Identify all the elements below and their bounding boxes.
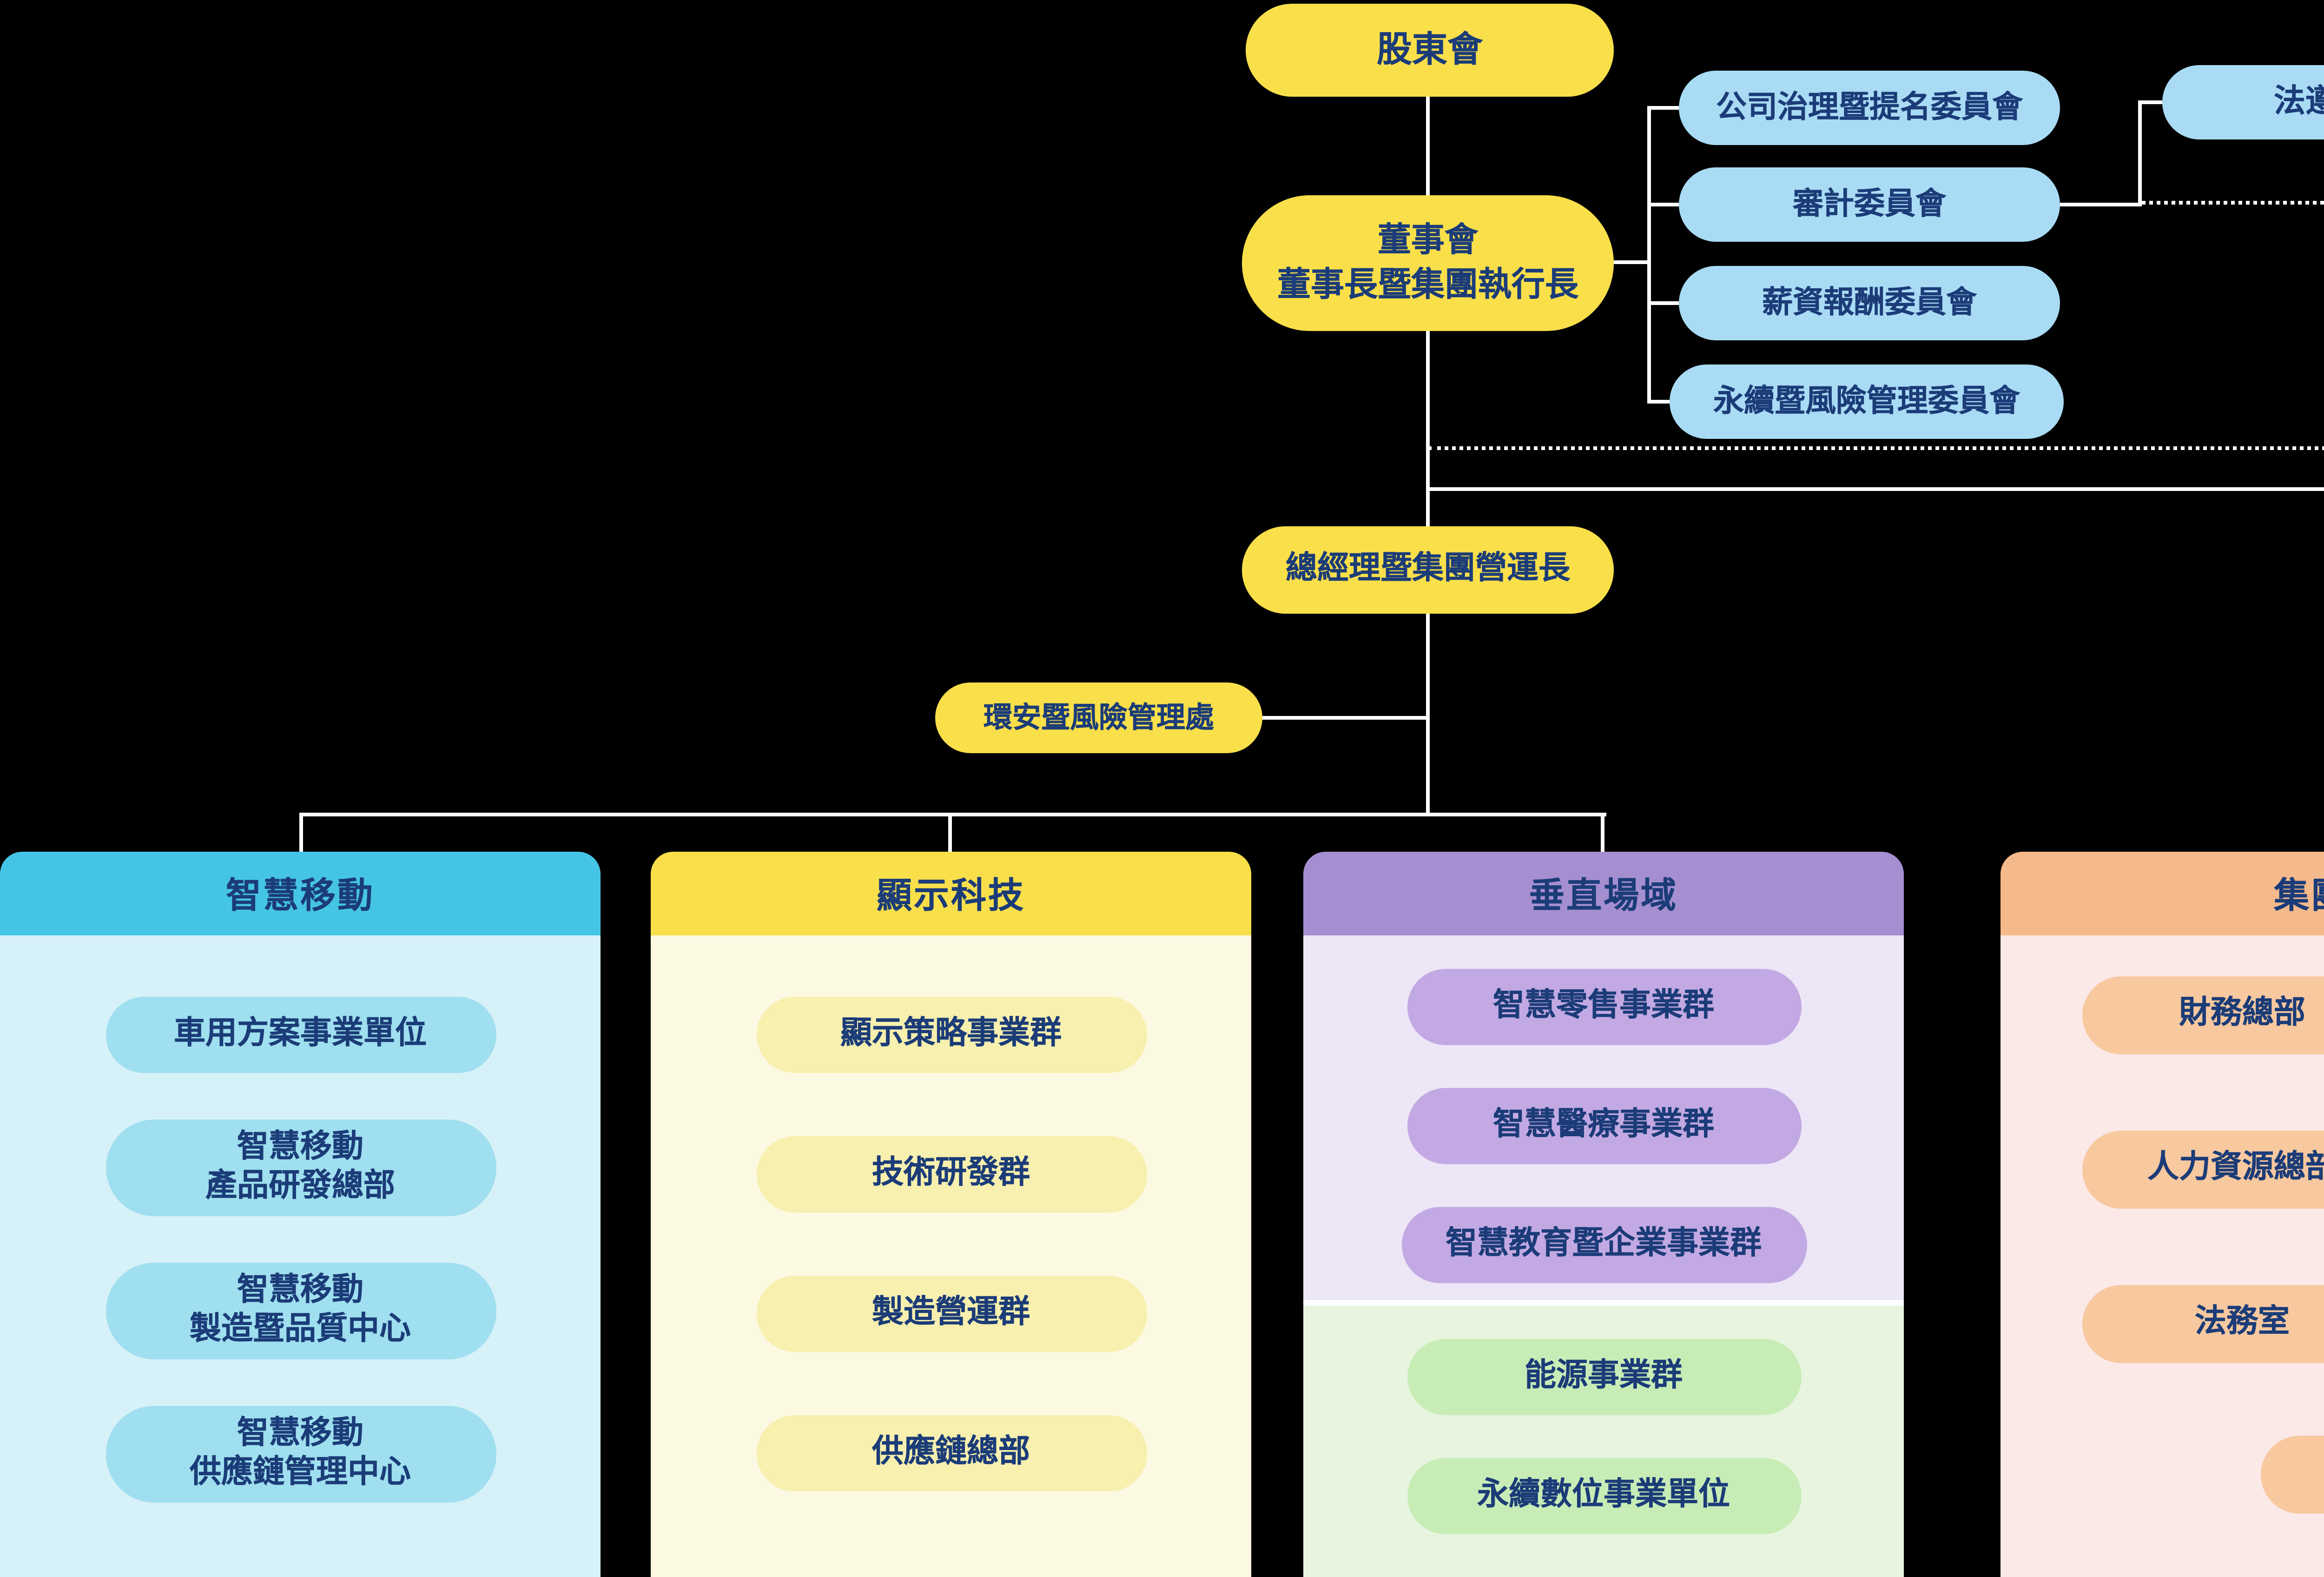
group-vertical-domains: 垂直場域 智慧零售事業群 智慧醫療事業群 智慧教育暨企業事業群 能源事業群 永續… xyxy=(1303,852,1904,1577)
group-body: 車用方案事業單位 智慧移動 產品研發總部 智慧移動 製造暨品質中心 智慧移動 供… xyxy=(0,935,601,1577)
group-operations-support: 集團營運支援單位 財務總部 數位技術發展總部 人力資源總部 永續發展總部 法務室… xyxy=(2000,852,2324,1577)
org-item: 人力資源總部 xyxy=(2082,1131,2324,1209)
org-item: 技術研發群 xyxy=(756,1136,1146,1213)
group-title: 顯示科技 xyxy=(651,852,1251,935)
node-ehs-risk-management: 環安暨風險管理處 xyxy=(935,682,1262,753)
connector-shareholders-board xyxy=(1426,97,1430,197)
committee-audit: 審計委員會 xyxy=(1679,167,2060,242)
node-shareholders-meeting: 股東會 xyxy=(1246,4,1614,97)
connector-stub-mobility xyxy=(299,813,303,852)
section-divider xyxy=(1303,1300,1904,1305)
vertical-purple-section: 智慧零售事業群 智慧醫療事業群 智慧教育暨企業事業群 xyxy=(1303,935,1904,1300)
org-item: 永續數位事業單位 xyxy=(1406,1458,1801,1534)
vertical-green-section: 能源事業群 永續數位事業單位 xyxy=(1303,1305,1904,1577)
org-item: 智慧移動 產品研發總部 xyxy=(105,1120,495,1216)
group-body: 財務總部 數位技術發展總部 人力資源總部 永續發展總部 法務室 策略投資管理中心… xyxy=(2000,935,2324,1577)
org-item: 智慧醫療事業群 xyxy=(1406,1088,1801,1164)
committee-sustainability-risk: 永續暨風險管理委員會 xyxy=(1670,364,2064,439)
group-body: 智慧零售事業群 智慧醫療事業群 智慧教育暨企業事業群 能源事業群 永續數位事業單… xyxy=(1303,935,1904,1577)
committee-compensation: 薪資報酬委員會 xyxy=(1679,266,2060,340)
connector-committees-spine xyxy=(1647,106,1651,404)
connector-dotted-compliance-return xyxy=(1428,446,2324,450)
connector-board-committees-elbow xyxy=(1614,260,1647,264)
connector-support-branch-h xyxy=(1426,487,2324,491)
connector-audit-compliance-h2 xyxy=(2138,100,2162,104)
connector-audit-compliance-v xyxy=(2138,100,2142,206)
group-title: 集團營運支援單位 xyxy=(2000,852,2324,935)
org-item: 財務總部 xyxy=(2082,976,2324,1054)
org-item: 智慧零售事業群 xyxy=(1406,969,1801,1045)
connector-president-down xyxy=(1426,614,1430,816)
connector-stub-display xyxy=(948,813,952,852)
group-title: 智慧移動 xyxy=(0,852,601,935)
group-title: 垂直場域 xyxy=(1303,852,1904,935)
node-president-coo: 總經理暨集團營運長 xyxy=(1242,526,1614,614)
group-smart-mobility: 智慧移動 車用方案事業單位 智慧移動 產品研發總部 智慧移動 製造暨品質中心 智… xyxy=(0,852,601,1577)
connector-audit-compliance-h xyxy=(2060,203,2142,206)
committee-corporate-governance-nomination: 公司治理暨提名委員會 xyxy=(1679,71,2060,145)
node-board-of-directors: 董事會 董事長暨集團執行長 xyxy=(1242,195,1614,331)
support-grid: 財務總部 數位技術發展總部 人力資源總部 永續發展總部 法務室 策略投資管理中心 xyxy=(2082,976,2324,1363)
connector-committee-stub xyxy=(1647,203,1679,206)
connector-board-president xyxy=(1426,331,1430,528)
group-body: 顯示策略事業群 技術研發群 製造營運群 供應鏈總部 xyxy=(651,935,1251,1577)
node-chief-compliance-advisor: 法遵總顧問 xyxy=(2162,65,2324,139)
connector-ehs-branch xyxy=(1261,716,1428,720)
connector-committee-stub xyxy=(1647,400,1670,404)
org-item: 智慧移動 供應鏈管理中心 xyxy=(105,1406,495,1503)
org-item: 智慧教育暨企業事業群 xyxy=(1401,1207,1806,1283)
org-item: 顯示策略事業群 xyxy=(756,997,1146,1073)
connector-stub-vertical xyxy=(1601,813,1604,852)
group-display-technology: 顯示科技 顯示策略事業群 技術研發群 製造營運群 供應鏈總部 xyxy=(651,852,1251,1577)
org-item: 能源事業群 xyxy=(1406,1339,1801,1415)
connector-committee-stub xyxy=(1647,301,1679,305)
org-item: 法務室 xyxy=(2082,1285,2324,1363)
org-item: 車用方案事業單位 xyxy=(105,997,495,1073)
node-audit-management-office: 稽核管理處 xyxy=(2260,1436,2324,1514)
connector-groups-h xyxy=(299,813,1606,816)
connector-committee-stub xyxy=(1647,106,1679,110)
org-item: 供應鏈總部 xyxy=(756,1415,1146,1491)
connector-dotted-audit-right xyxy=(2142,201,2324,205)
org-item: 製造營運群 xyxy=(756,1276,1146,1352)
org-item: 智慧移動 製造暨品質中心 xyxy=(105,1263,495,1359)
